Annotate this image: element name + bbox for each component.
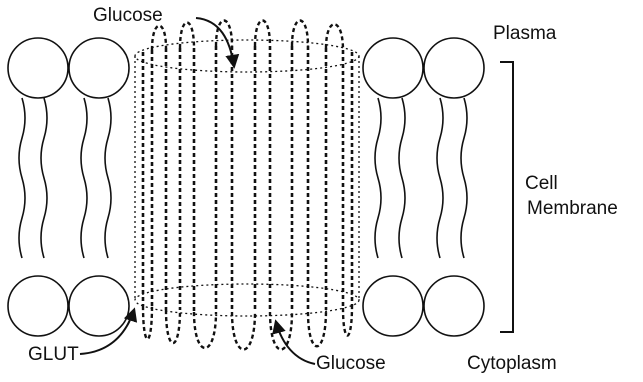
glut-channel xyxy=(135,21,359,350)
glucose-bottom-label: Glucose xyxy=(316,354,386,373)
membrane-label: Membrane xyxy=(527,199,618,218)
left-lipid-bilayer xyxy=(8,38,129,336)
cytoplasm-label: Cytoplasm xyxy=(467,354,557,373)
cell-label: Cell xyxy=(525,174,558,193)
glut-arrow xyxy=(80,310,134,354)
glucose-top-label: Glucose xyxy=(93,6,163,25)
glut-label: GLUT xyxy=(28,345,79,364)
plasma-label: Plasma xyxy=(493,24,556,43)
right-lipid-bilayer xyxy=(363,38,484,336)
membrane-bracket xyxy=(500,62,513,332)
